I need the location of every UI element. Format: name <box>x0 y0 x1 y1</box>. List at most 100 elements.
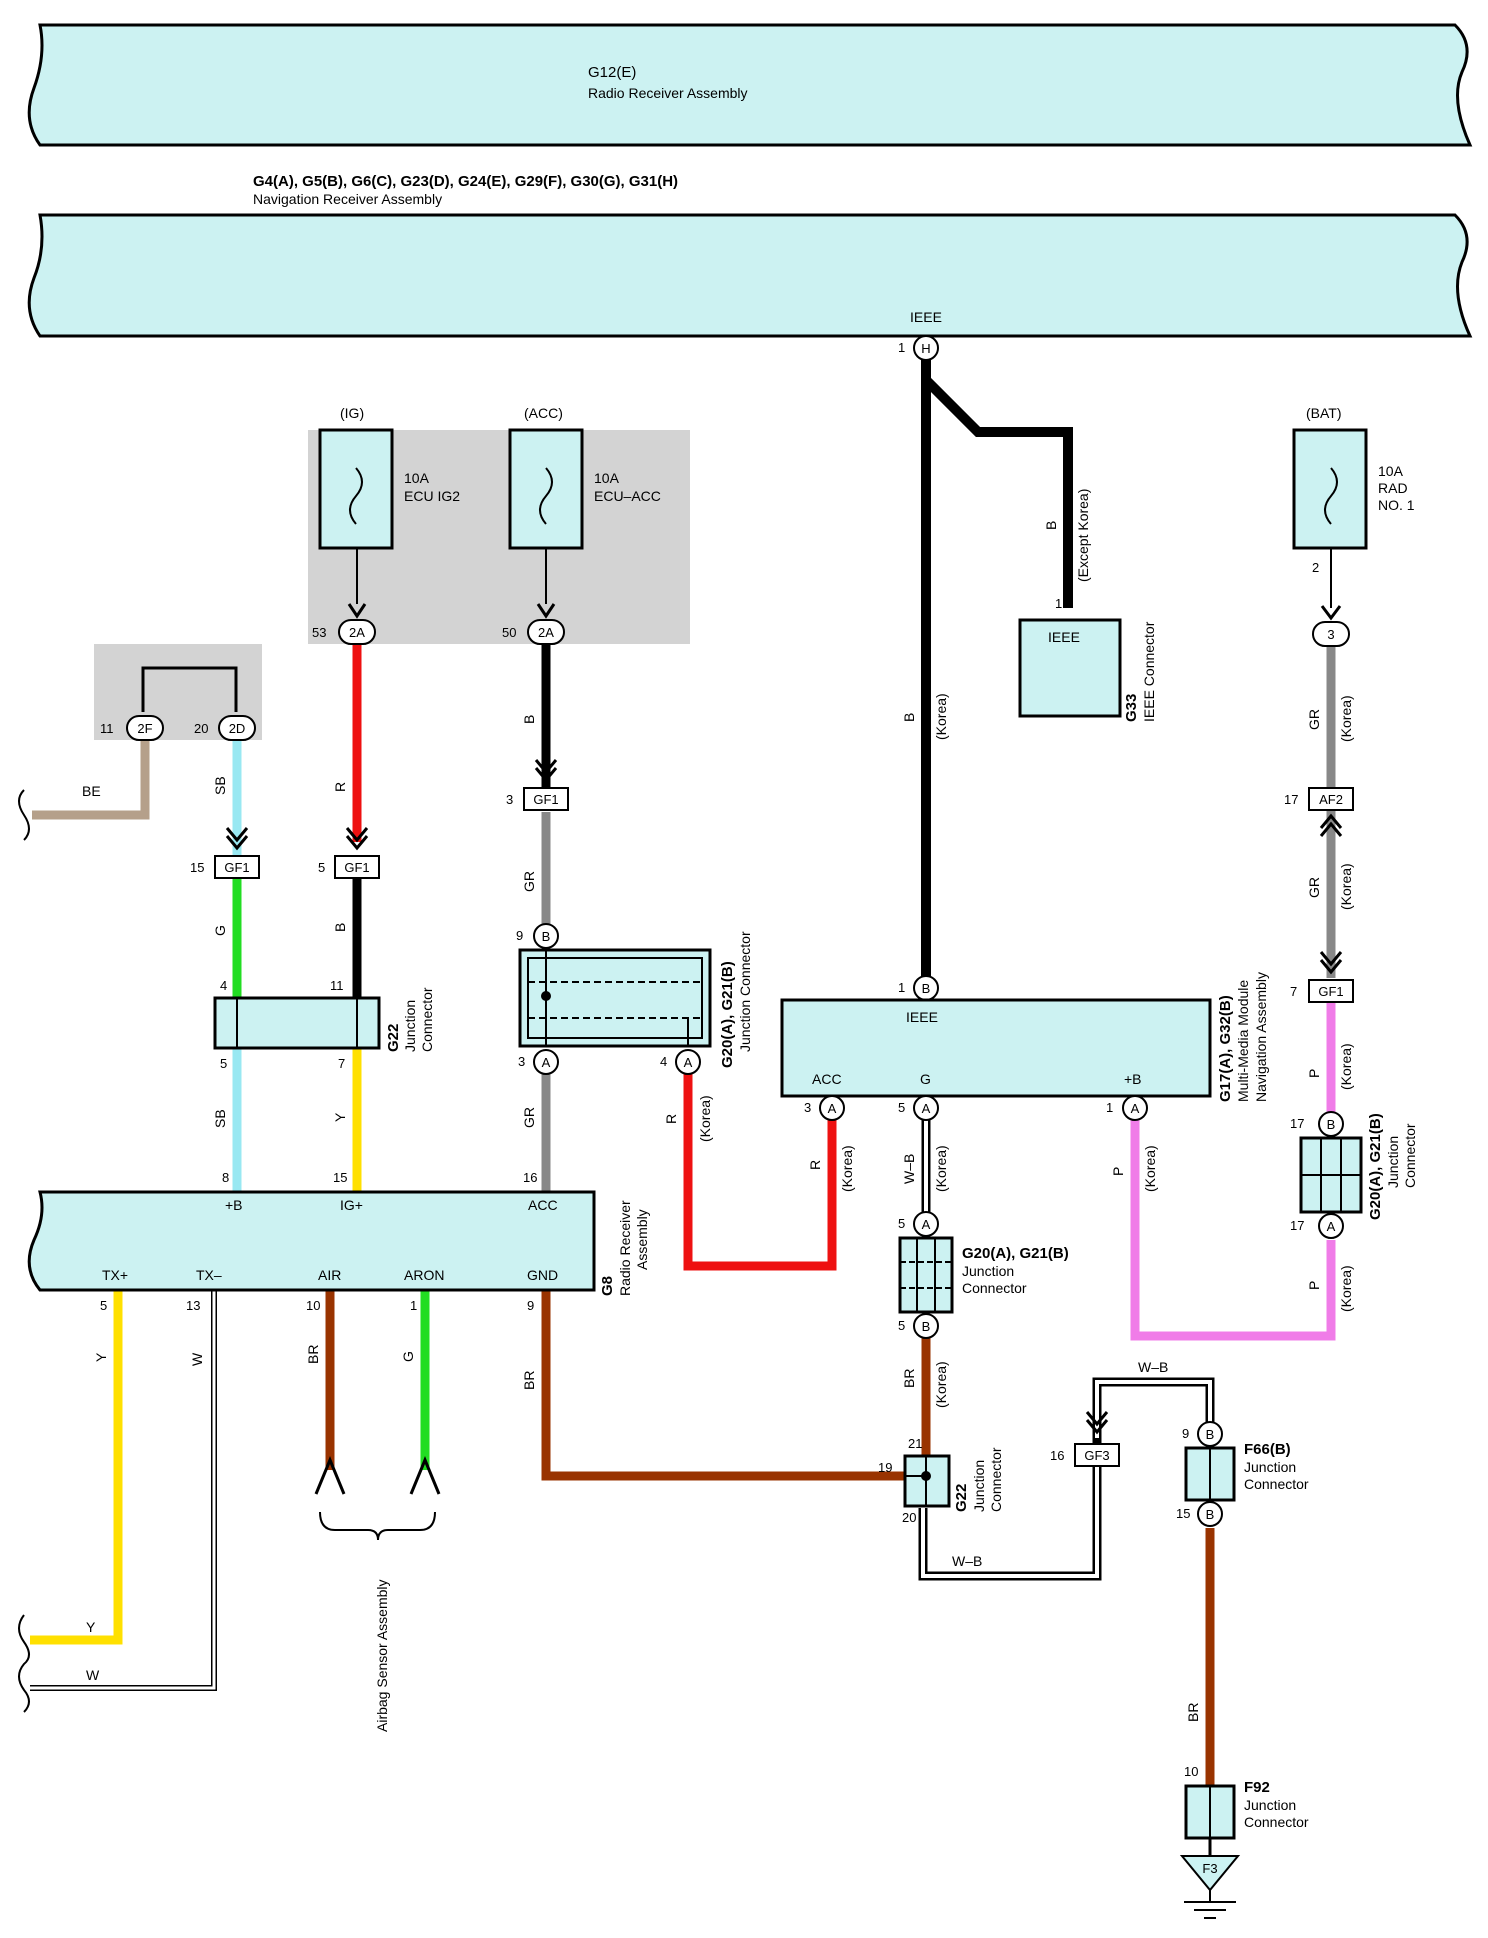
g8-name-line1: Radio Receiver <box>617 1200 633 1296</box>
connector-2d-pin: 20 <box>194 721 208 736</box>
mm-name-line2: Navigation Assembly <box>1253 972 1269 1102</box>
svg-text:H: H <box>921 341 930 356</box>
gf1-mid-chevron <box>345 827 369 851</box>
g8-terminal-air: AIR <box>318 1267 341 1283</box>
fuse-acc-arrow <box>536 603 556 619</box>
fuse-ig-pin: 53 <box>312 625 326 640</box>
svg-text:IEEE: IEEE <box>906 1009 938 1025</box>
g8-terminal-acc: ACC <box>528 1197 558 1213</box>
fuse-bat-pin: 2 <box>1312 560 1319 575</box>
label-p-left: P <box>1110 1167 1126 1176</box>
svg-text:GF1: GF1 <box>344 860 369 875</box>
label-gr-acc-lower: GR <box>521 1107 537 1128</box>
fuse-ig-rating: 10A <box>404 470 430 486</box>
pin-mm-b: A <box>1122 1095 1148 1121</box>
junction-2f-2d-link <box>141 666 238 712</box>
pin-g20-mid-a3: A <box>533 1049 559 1075</box>
svg-text:A: A <box>542 1055 551 1070</box>
g20-low-line1: Junction <box>962 1263 1014 1279</box>
navigation-receiver-name: Navigation Receiver Assembly <box>253 191 442 207</box>
pin-g20-mid-a4: A <box>675 1049 701 1075</box>
connector-gf1-left: GF1 <box>214 855 260 879</box>
label-wb-top: W–B <box>1138 1359 1168 1375</box>
g8-name-line2: Assembly <box>634 1209 650 1270</box>
fuse-bat-name1: RAD <box>1378 480 1408 496</box>
label-g-aron: G <box>400 1351 416 1362</box>
ieee-connector-body: IEEE <box>1018 618 1122 718</box>
label-y-ig: Y <box>332 1112 348 1122</box>
svg-text:AF2: AF2 <box>1319 792 1343 807</box>
wire-tx-break <box>18 1614 30 1713</box>
label-sb-upper: SB <box>212 776 228 795</box>
label-b-acc: B <box>521 715 537 724</box>
svg-text:A: A <box>1327 1219 1336 1234</box>
connector-gf1-right: GF1 <box>1308 979 1354 1003</box>
label-korea-br: (Korea) <box>933 1361 949 1408</box>
af2-pin: 17 <box>1284 792 1298 807</box>
gf1-left-pin: 15 <box>190 860 204 875</box>
g8-pin-1: 1 <box>410 1298 417 1313</box>
g20-right-line1: Junction <box>1385 1136 1401 1188</box>
g20-low-pin-top: 5 <box>898 1216 905 1231</box>
svg-text:B: B <box>1206 1427 1215 1442</box>
gf1-left-chevron <box>225 827 249 851</box>
fuse-ig <box>318 428 394 550</box>
fuse-acc-name: ECU–ACC <box>594 488 661 504</box>
svg-text:IEEE: IEEE <box>1048 629 1080 645</box>
gf3-pin: 16 <box>1050 1448 1064 1463</box>
label-r-korea-right: R <box>807 1160 823 1170</box>
fuse-bat <box>1292 428 1368 550</box>
pin-mm-ieee: B <box>913 975 939 1001</box>
f66-pin-top: 9 <box>1182 1426 1189 1441</box>
pin-f66-bot: B <box>1197 1501 1223 1527</box>
gf1-acc-chevron <box>534 759 558 783</box>
svg-text:F3: F3 <box>1202 1861 1217 1876</box>
airbag-sensor-name: Airbag Sensor Assembly <box>374 1579 390 1732</box>
airbag-brace <box>319 1511 436 1541</box>
g20-mid-code: G20(A), G21(B) <box>719 961 736 1068</box>
ieee-connector-code: G33 <box>1123 694 1140 722</box>
label-p-upper: P <box>1306 1069 1322 1078</box>
wire-w-tx-inner <box>30 1290 216 1690</box>
g8-terminal-ig: IG+ <box>340 1197 363 1213</box>
nav-pin-h: H <box>913 335 939 361</box>
g8-pin-9: 9 <box>527 1298 534 1313</box>
label-b-ig: B <box>332 923 348 932</box>
label-br-g20-g22: BR <box>901 1369 917 1388</box>
gf1-mid-pin: 5 <box>318 860 325 875</box>
af2-chevron <box>1319 813 1343 837</box>
gf1-right-pin: 7 <box>1290 984 1297 999</box>
label-g-upper: G <box>212 925 228 936</box>
fuse-acc <box>508 428 584 550</box>
wire-y-tx <box>30 1290 123 1645</box>
mm-ieee-pin: 1 <box>898 980 905 995</box>
f92-pin: 10 <box>1184 1764 1198 1779</box>
radio-receiver-top-name: Radio Receiver Assembly <box>588 85 748 101</box>
connector-af2: AF2 <box>1308 787 1354 811</box>
navigation-ieee-terminal: IEEE <box>910 309 942 325</box>
connector-2a-ig: 2A <box>338 619 376 645</box>
label-y-tx: Y <box>93 1352 109 1362</box>
svg-text:2D: 2D <box>229 721 246 736</box>
f66-pin-bot: 15 <box>1176 1506 1190 1521</box>
gf1-acc-pin: 3 <box>506 792 513 807</box>
g20-right-line2: Connector <box>1402 1123 1418 1188</box>
svg-text:GF1: GF1 <box>533 792 558 807</box>
wire-wb-top-inner <box>1095 1380 1212 1438</box>
fuse-acc-rating: 10A <box>594 470 620 486</box>
label-be: BE <box>82 783 101 799</box>
g8-terminal-txm: TX– <box>196 1267 222 1283</box>
f66-code: F66(B) <box>1244 1441 1291 1458</box>
g20-low-line2: Connector <box>962 1280 1027 1296</box>
g22-top-line1: Junction <box>402 1000 418 1052</box>
label-korea-p-right: (Korea) <box>1338 1265 1354 1312</box>
pin-f66-top: B <box>1197 1421 1223 1447</box>
wire-be <box>32 728 150 820</box>
radio-receiver-top-code: G12(E) <box>588 64 636 81</box>
pin-mm-g: A <box>913 1095 939 1121</box>
pin-g20-right-b: B <box>1318 1111 1344 1137</box>
junction-f92 <box>1184 1784 1236 1840</box>
fuse-bat-arrow <box>1320 605 1342 621</box>
g20-right-code: G20(A), G21(B) <box>1367 1113 1384 1220</box>
